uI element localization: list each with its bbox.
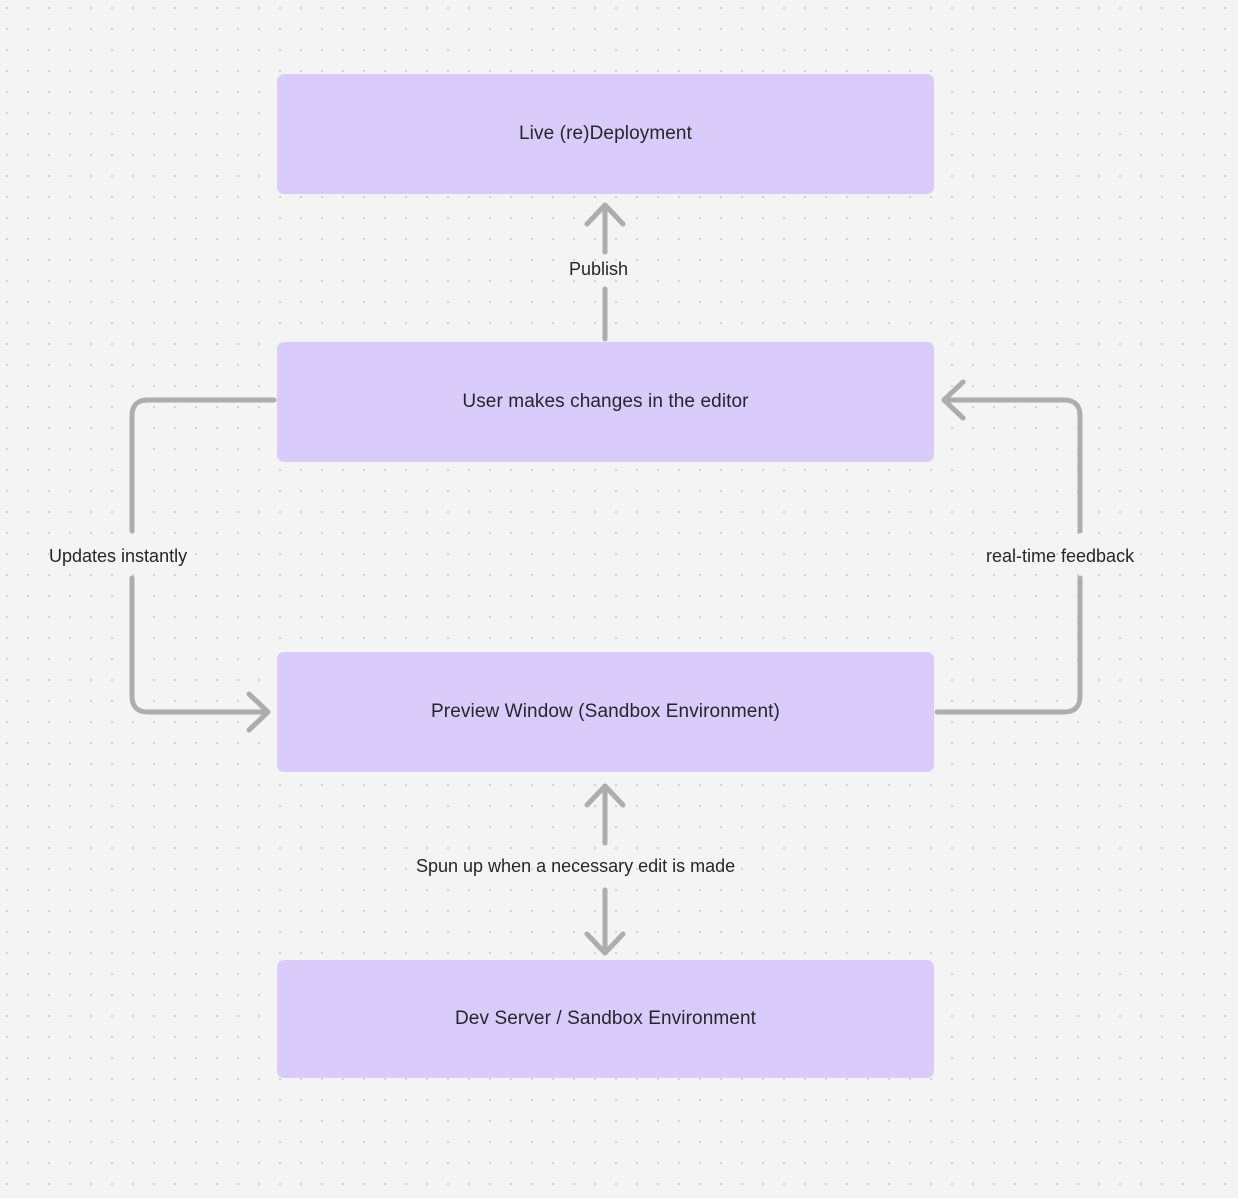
edge-spun-arrowhead-down <box>584 931 626 956</box>
edge-label-real-time-feedback: real-time feedback <box>986 546 1135 566</box>
edge-label-spun-up: Spun up when a necessary edit is made <box>416 856 736 876</box>
node-dev-server[interactable]: Dev Server / Sandbox Environment <box>277 960 934 1078</box>
edge-realtime-upper-path <box>943 397 1083 534</box>
edge-publish-arrowhead <box>584 202 626 227</box>
node-user-makes-changes[interactable]: User makes changes in the editor <box>277 342 934 462</box>
node-user-makes-changes-label: User makes changes in the editor <box>462 391 749 413</box>
node-dev-server-label: Dev Server / Sandbox Environment <box>454 1008 756 1030</box>
edge-label-publish: Publish <box>569 259 629 279</box>
edge-realtime-arrowhead <box>941 379 966 421</box>
node-preview-window-label: Preview Window (Sandbox Environment) <box>431 701 780 723</box>
edge-label-updates-instantly: Updates instantly <box>49 546 188 566</box>
node-live-redeployment-label: Live (re)Deployment <box>519 123 692 145</box>
edge-updates-upper-path <box>129 397 277 534</box>
edge-spun-arrowhead-up <box>584 783 626 808</box>
edge-realtime-lower-path <box>934 575 1083 715</box>
edge-updates-lower-path <box>129 575 269 715</box>
edge-updates-arrowhead <box>246 691 271 733</box>
node-preview-window[interactable]: Preview Window (Sandbox Environment) <box>277 652 934 772</box>
node-live-redeployment[interactable]: Live (re)Deployment <box>277 74 934 194</box>
